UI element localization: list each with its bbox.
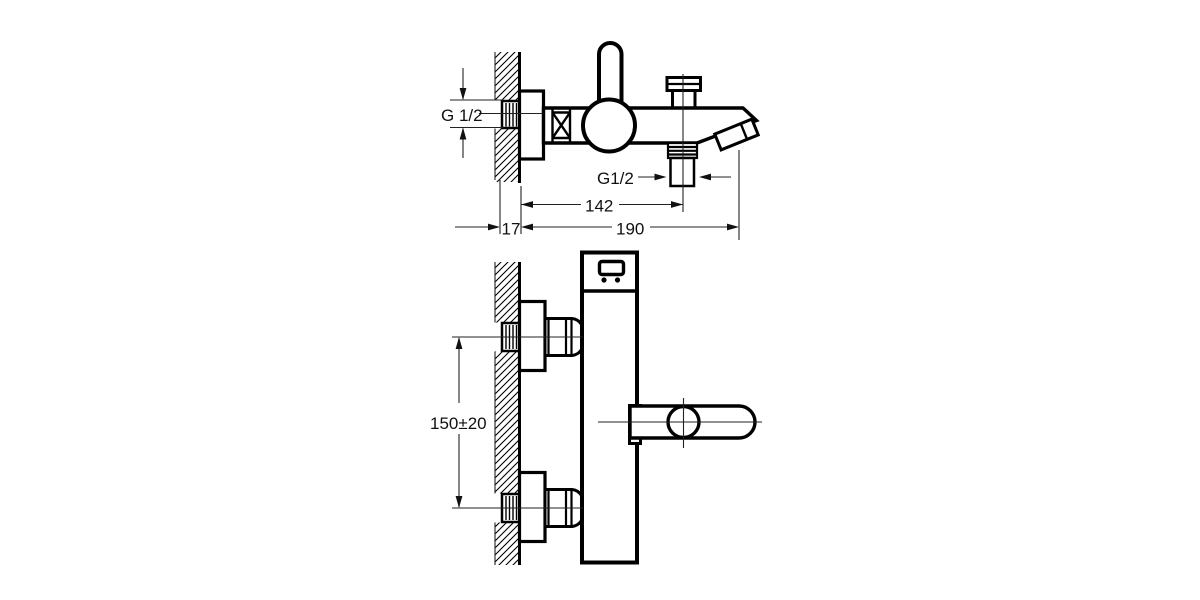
dimension-142: 142: [521, 197, 683, 216]
valve-body-circle: [581, 97, 637, 154]
outlet-thread-label: G1/2: [597, 169, 634, 188]
escutcheon-plate: [517, 299, 547, 373]
dimension-outlet-thread: G1/2: [597, 169, 731, 188]
dim-142-label: 142: [585, 197, 613, 216]
dim-17-label: 17: [502, 220, 521, 239]
indicator-dot-left: [601, 277, 607, 283]
wall-gap: [494, 100, 503, 129]
front-view-drawing: 150±20: [430, 250, 762, 565]
aerator-nozzle: [712, 117, 761, 152]
escutcheon-plate: [517, 89, 546, 161]
escutcheon-plate: [517, 470, 547, 544]
indicator-dot-right: [614, 277, 621, 283]
mixer-body-column: [580, 250, 639, 565]
outlet-body: [669, 156, 696, 188]
thread-lines: [505, 103, 518, 127]
dim-150-label: 150±20: [430, 414, 487, 433]
dimension-150: 150±20: [430, 337, 487, 508]
lever-handle: [597, 41, 624, 115]
dim-190-label: 190: [616, 220, 644, 239]
union-nut-symbol: [551, 108, 572, 143]
display-window: [597, 259, 626, 277]
dimension-inlet-thread: G 1/2: [441, 68, 503, 158]
dimension-17-190: 17 190: [455, 150, 740, 240]
side-view-drawing: G 1/2 G1/2 142: [441, 41, 761, 240]
inlet-thread-label: G 1/2: [441, 106, 483, 125]
